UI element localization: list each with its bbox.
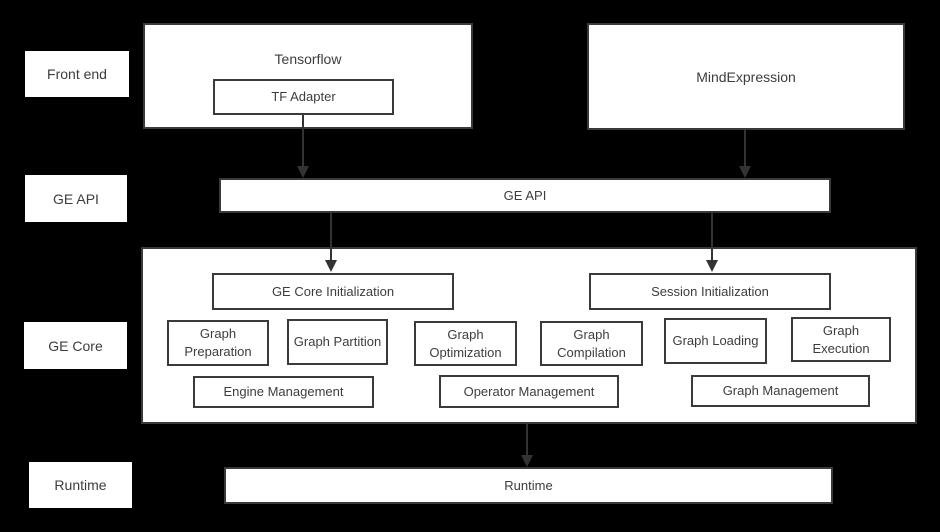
arrow-ge-api-to-ge-core-init — [325, 213, 337, 272]
mindexpression-box: MindExpression — [587, 23, 905, 130]
arrow-mindexpression-to-ge-api — [739, 130, 751, 178]
rail-label-runtime: Runtime — [29, 462, 132, 508]
graph-partition-box: Graph Partition — [287, 319, 388, 365]
arrow-ge-core-to-runtime — [521, 424, 533, 467]
arrow-tf-adapter-to-ge-api — [297, 115, 309, 178]
session-initialization-box: Session Initialization — [589, 273, 831, 310]
ge-api-bar: GE API — [219, 178, 831, 213]
graph-preparation-box: Graph Preparation — [167, 320, 269, 366]
graph-execution-box: Graph Execution — [791, 317, 891, 362]
graph-compilation-box: Graph Compilation — [540, 321, 643, 366]
graph-management-box: Graph Management — [691, 375, 870, 407]
arrow-ge-api-to-session-init — [706, 213, 718, 272]
runtime-bar: Runtime — [224, 467, 833, 504]
operator-management-box: Operator Management — [439, 375, 619, 408]
graph-optimization-box: Graph Optimization — [414, 321, 517, 366]
rail-label-ge-core: GE Core — [24, 322, 127, 369]
ge-core-initialization-box: GE Core Initialization — [212, 273, 454, 310]
graph-loading-box: Graph Loading — [664, 318, 767, 364]
tensorflow-label: Tensorflow — [274, 51, 342, 67]
tensorflow-box: Tensorflow TF Adapter — [143, 23, 473, 129]
rail-label-front-end: Front end — [25, 51, 129, 97]
engine-management-box: Engine Management — [193, 376, 374, 408]
rail-label-ge-api: GE API — [25, 175, 127, 222]
tf-adapter-box: TF Adapter — [213, 79, 394, 115]
